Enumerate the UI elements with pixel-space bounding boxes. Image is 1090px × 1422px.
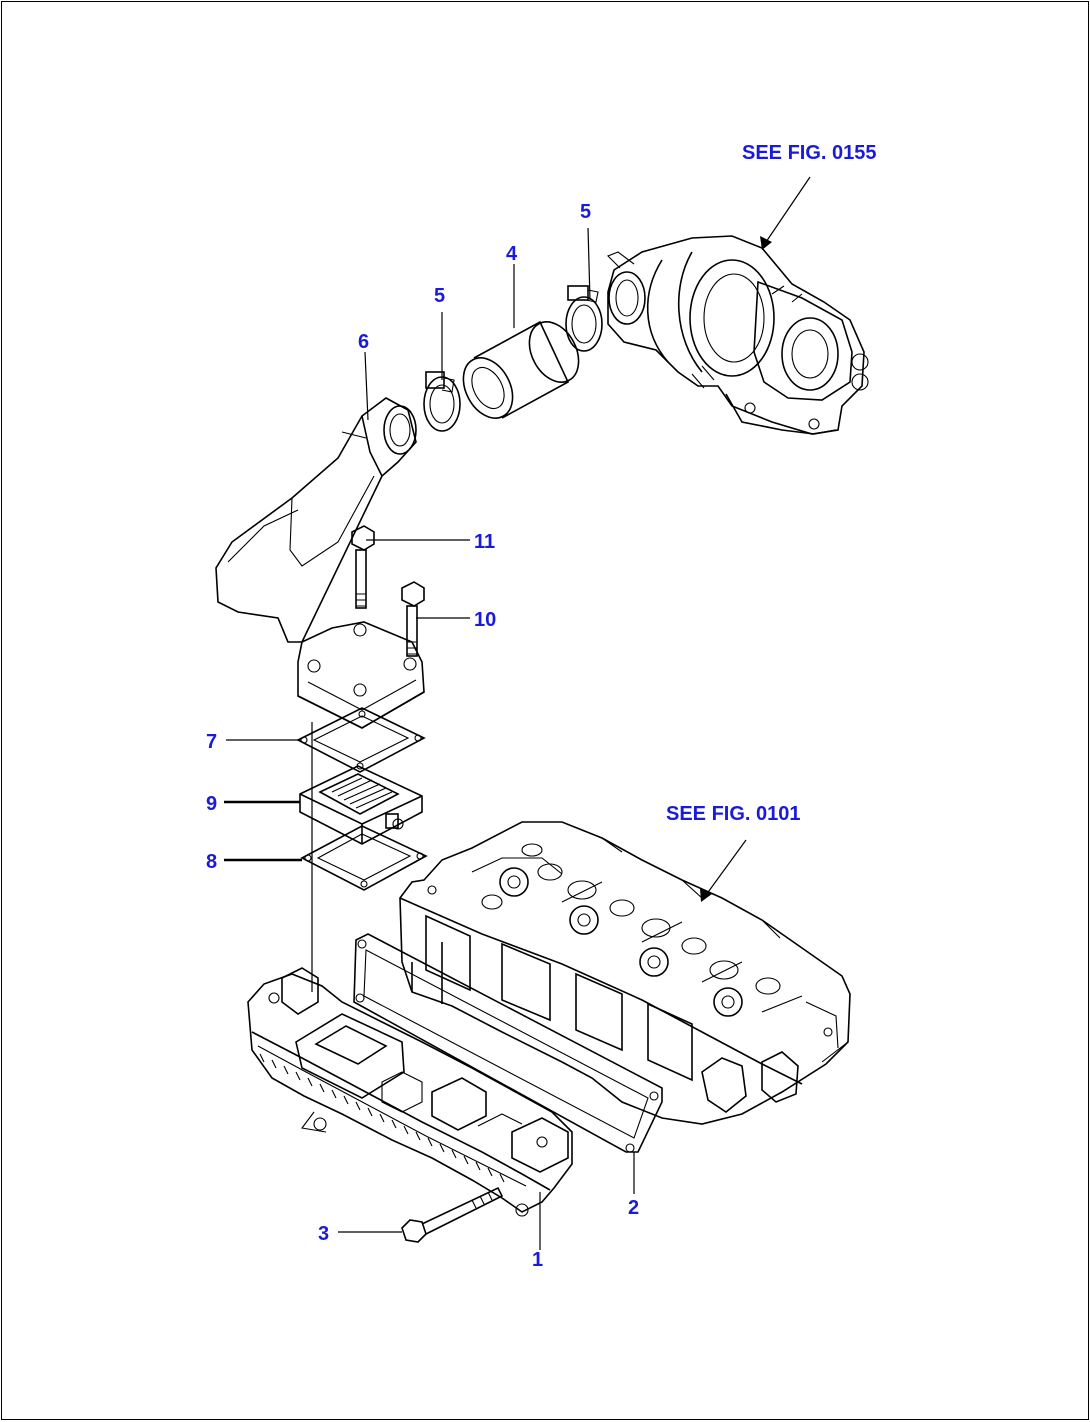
callout-4[interactable]: 4 — [506, 243, 518, 265]
manifold-gasket — [353, 933, 663, 1153]
callout-10[interactable]: 10 — [474, 609, 496, 631]
callout-8[interactable]: 8 — [206, 851, 217, 873]
intake-connector — [215, 397, 425, 729]
ref-arrow-fig-0101 — [700, 839, 747, 902]
callout-3[interactable]: 3 — [318, 1223, 329, 1245]
callout-7[interactable]: 7 — [206, 731, 217, 753]
bolt-10 — [401, 581, 425, 657]
callout-2[interactable]: 2 — [628, 1197, 639, 1219]
intake-hose — [462, 320, 580, 419]
callout-1[interactable]: 1 — [532, 1249, 543, 1271]
callout-6[interactable]: 6 — [358, 331, 369, 353]
gasket-lower — [300, 825, 428, 891]
callout-11[interactable]: 11 — [474, 531, 495, 553]
intake-manifold — [247, 967, 573, 1217]
intake-heater — [299, 765, 423, 845]
cylinder-head — [399, 821, 851, 1125]
leader-lines — [224, 227, 635, 1250]
ref-label-fig-0155[interactable]: SEE FIG. 0155 — [742, 142, 877, 164]
callout-9[interactable]: 9 — [206, 793, 217, 815]
callout-5-left[interactable]: 5 — [434, 285, 445, 307]
ref-label-fig-0101[interactable]: SEE FIG. 0101 — [666, 803, 801, 825]
manifold-bolt — [401, 1186, 504, 1243]
hose-clamp-right — [565, 285, 603, 352]
callout-5-right[interactable]: 5 — [580, 201, 591, 223]
hose-clamp-left — [423, 371, 461, 432]
turbocharger — [607, 235, 869, 435]
ref-arrow-fig-0155 — [760, 176, 811, 250]
bolt-11 — [351, 525, 375, 609]
gasket-upper — [296, 707, 426, 773]
